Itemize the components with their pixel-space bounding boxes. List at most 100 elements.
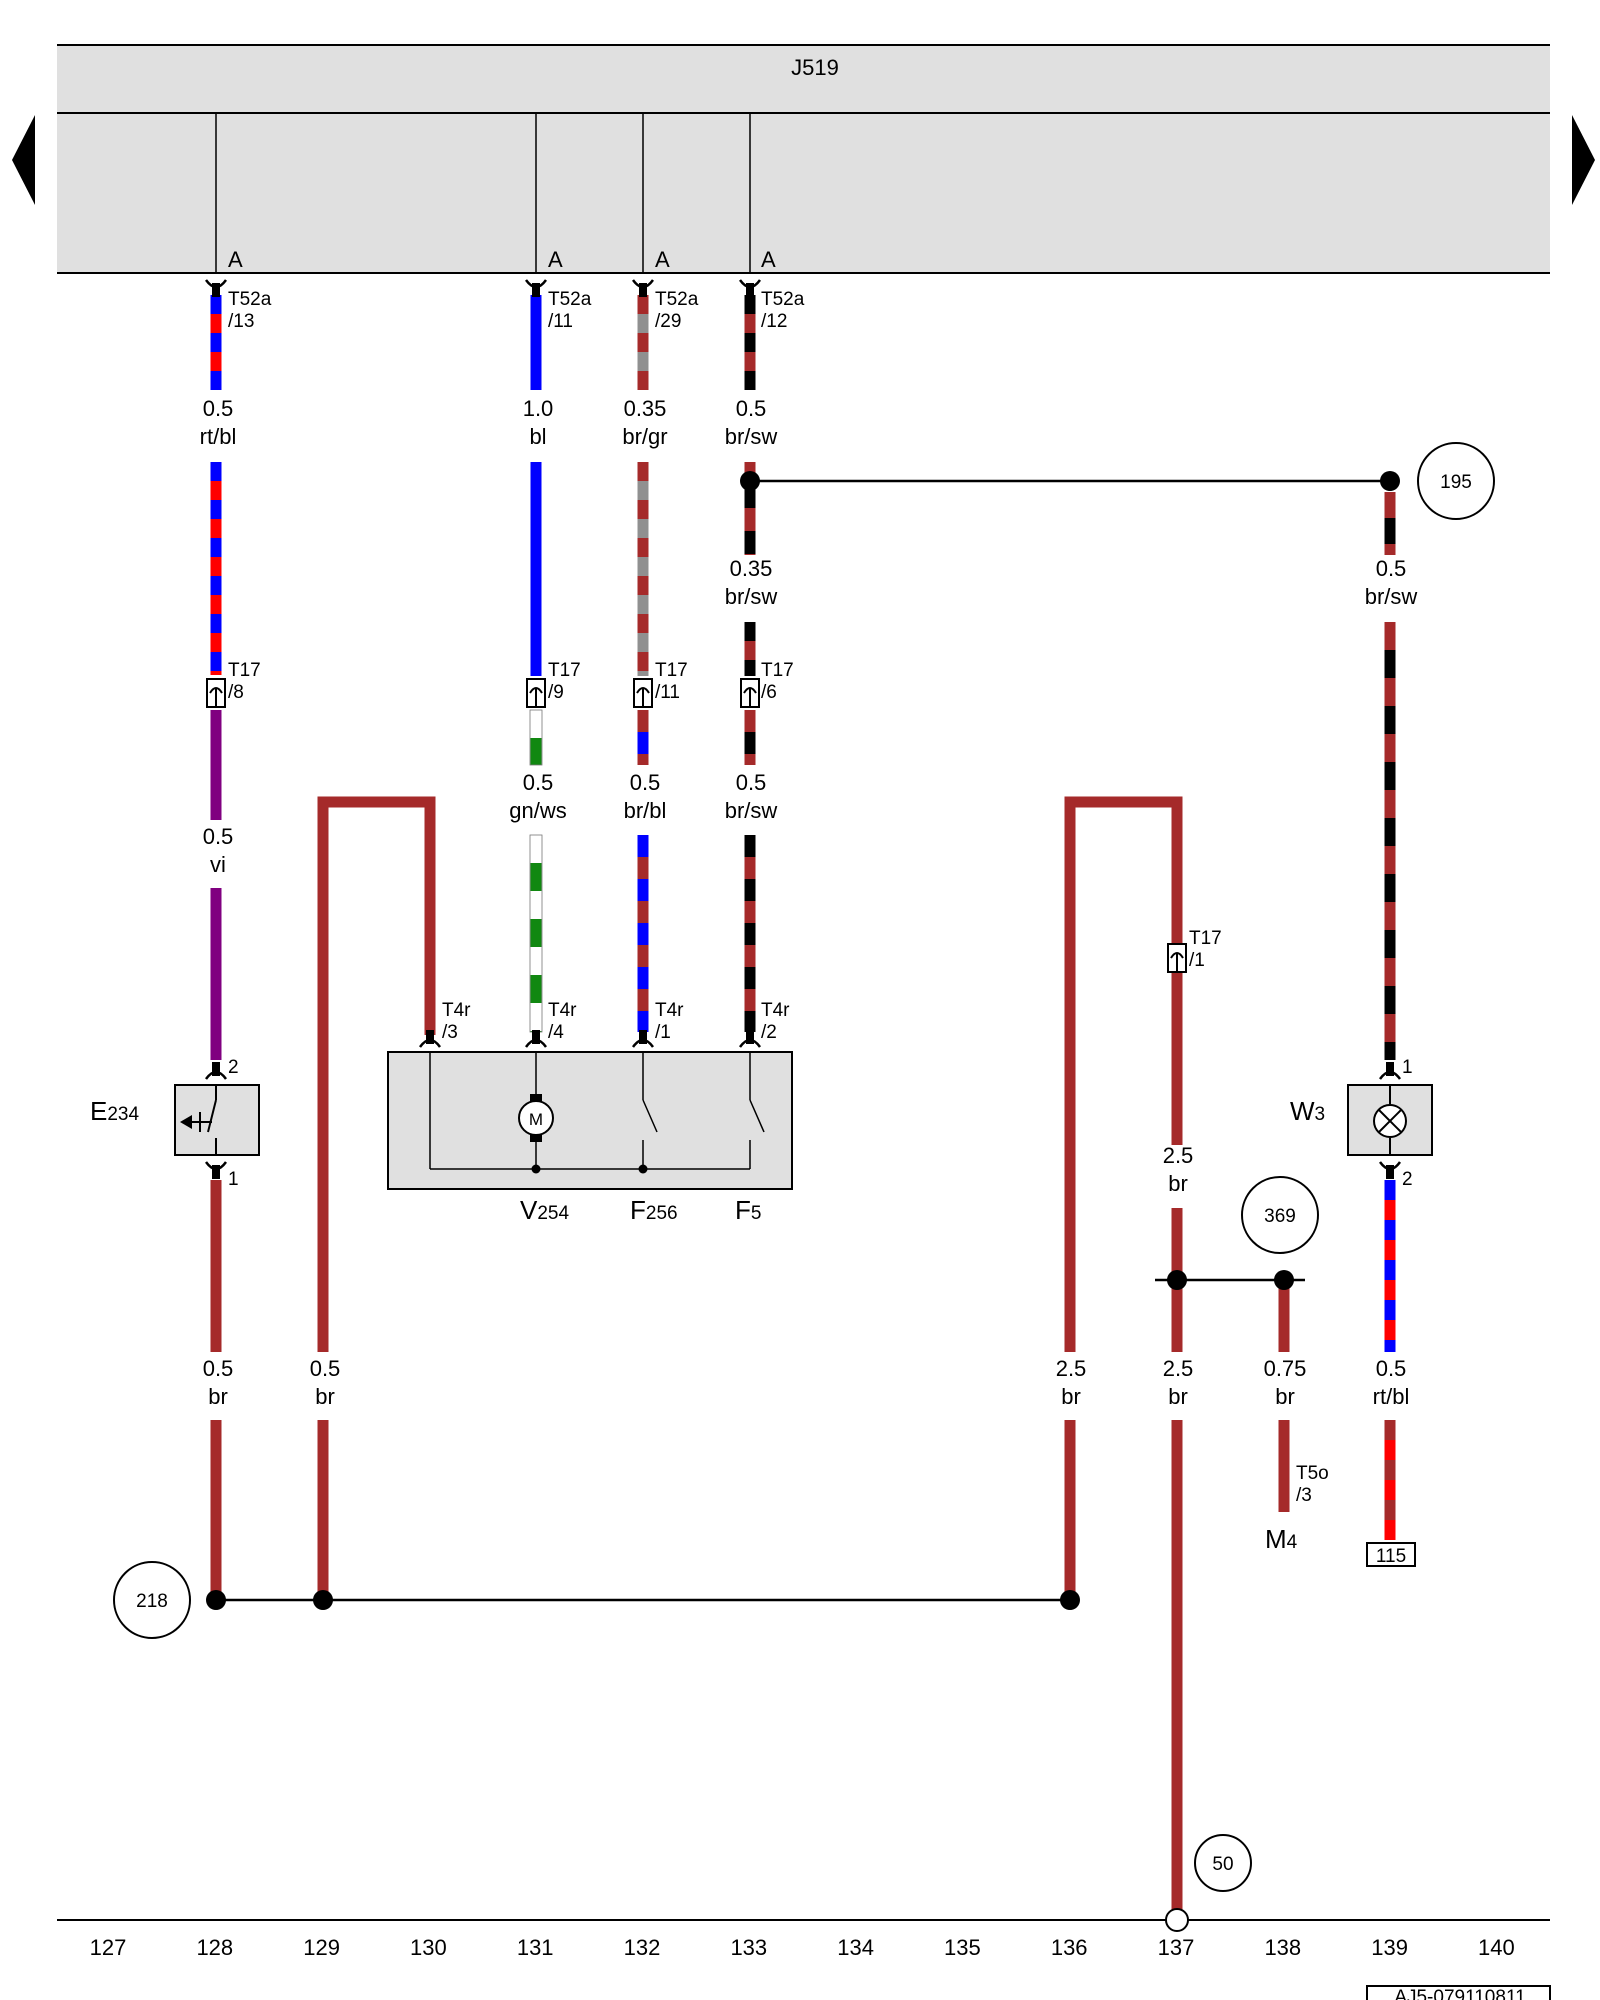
component-w3: 1 2 W3 <box>1290 1057 1433 1190</box>
junction-dot <box>313 1590 333 1610</box>
wire-size: 0.5 <box>736 396 767 421</box>
current-track-number: 133 <box>730 1935 767 1960</box>
wire-color: br <box>1275 1384 1295 1409</box>
wire-color: br <box>1168 1384 1188 1409</box>
wire-size: 0.35 <box>624 396 667 421</box>
current-track-number: 140 <box>1478 1935 1515 1960</box>
connector-name: T52a <box>228 289 272 310</box>
connector-name: T17 <box>655 660 688 681</box>
m4-label: M4 <box>1265 1524 1298 1554</box>
wire-color: bl <box>529 424 546 449</box>
wire-size: 0.5 <box>203 824 234 849</box>
current-track-number: 128 <box>196 1935 233 1960</box>
wire-size: 1.0 <box>523 396 554 421</box>
current-track-number: 130 <box>410 1935 447 1960</box>
junction-dot <box>1274 1270 1294 1290</box>
wire-color: vi <box>210 852 226 877</box>
e234-pin-top: 2 <box>228 1057 239 1078</box>
terminal-115[interactable]: 115 <box>1366 1542 1416 1567</box>
connector-name: T17 <box>228 660 261 681</box>
wire-size: 0.5 <box>1376 1356 1407 1381</box>
motor-unit-box <box>387 1051 793 1190</box>
connector-pin: /4 <box>548 1022 564 1043</box>
wire-size: 0.5 <box>630 770 661 795</box>
wire-color: br <box>208 1384 228 1409</box>
connector-pin-icon <box>1378 1062 1402 1080</box>
reference-195[interactable]: 195 <box>1417 442 1495 520</box>
wire-color: br <box>1168 1171 1188 1196</box>
wire-size: 0.75 <box>1264 1356 1307 1381</box>
wire-color: br/sw <box>725 798 778 823</box>
current-track-number: 132 <box>624 1935 661 1960</box>
wire-color: gn/ws <box>509 798 566 823</box>
connector-pin: /1 <box>1189 950 1205 971</box>
connector-pin: /3 <box>1296 1485 1312 1506</box>
junction-dot <box>1380 471 1400 491</box>
w3-label: W3 <box>1290 1096 1325 1126</box>
next-page-arrow[interactable] <box>1572 115 1595 205</box>
inline-connector-icon <box>1167 943 1187 973</box>
reference-218[interactable]: 218 <box>113 1561 191 1639</box>
connector-pin: /11 <box>548 311 573 332</box>
j519-label: J519 <box>791 55 839 80</box>
junction-dot <box>740 471 760 491</box>
current-track-number: 131 <box>517 1935 554 1960</box>
connector-name: T4r <box>548 1000 577 1021</box>
junction-dot <box>1167 1270 1187 1290</box>
connector-name: T4r <box>761 1000 790 1021</box>
wire-color: br/bl <box>624 798 667 823</box>
j519-name: J519 <box>791 55 839 80</box>
wire-color: br/sw <box>725 584 778 609</box>
connector-pin: /1 <box>655 1022 671 1043</box>
wire-size: 0.5 <box>1376 556 1407 581</box>
connector-name: T4r <box>442 1000 471 1021</box>
wire-outline <box>529 709 543 766</box>
inline-connector-icon <box>206 678 226 708</box>
wire-color: br/gr <box>622 424 667 449</box>
current-track-number: 137 <box>1158 1935 1195 1960</box>
connector-pin-icon <box>204 1062 228 1080</box>
current-track-number: 134 <box>837 1935 874 1960</box>
current-track-number: 139 <box>1371 1935 1408 1960</box>
connector-pin-icon <box>204 1161 228 1179</box>
wire-size: 0.5 <box>203 1356 234 1381</box>
reference-label: 218 <box>136 1591 168 1612</box>
connector-name: T52a <box>761 289 805 310</box>
e234-pin-bottom: 1 <box>228 1169 239 1190</box>
current-track-number: 135 <box>944 1935 981 1960</box>
connector-pin: /9 <box>548 682 564 703</box>
connector-pin-icon <box>418 1030 442 1048</box>
wire-labels: 0.5 rt/bl 1.0 bl 0.35 br/gr 0.5 br/sw 0.… <box>200 396 1418 1409</box>
previous-page-arrow[interactable] <box>12 115 35 205</box>
reference-50[interactable]: 50 <box>1194 1834 1252 1892</box>
pin-letter-a: A <box>761 247 776 272</box>
e234-label: E234 <box>90 1096 139 1126</box>
connector-pin-icon <box>631 1030 655 1048</box>
connector-pin: /11 <box>655 682 680 703</box>
connector-pin: /13 <box>228 311 254 332</box>
current-track-number: 127 <box>90 1935 127 1960</box>
connector-name: T4r <box>655 1000 684 1021</box>
wire-color: br/sw <box>725 424 778 449</box>
connector-pin-icon <box>738 1030 762 1048</box>
current-track-number: 138 <box>1264 1935 1301 1960</box>
wires <box>210 295 1396 1910</box>
v254-label: V254 <box>520 1195 569 1225</box>
w3-pin-top: 1 <box>1402 1057 1413 1078</box>
wire-color: br <box>315 1384 335 1409</box>
connector-pin-icon <box>524 279 548 297</box>
connector-pin-icon <box>738 279 762 297</box>
wire-color: rt/bl <box>1373 1384 1410 1409</box>
connector-pin: /8 <box>228 682 244 703</box>
wire-color: rt/bl <box>200 424 237 449</box>
wire-size: 2.5 <box>1163 1143 1194 1168</box>
connector-pin: /6 <box>761 682 777 703</box>
wire-size: 0.5 <box>310 1356 341 1381</box>
reference-369[interactable]: 369 <box>1241 1176 1319 1254</box>
wire-size: 0.5 <box>523 770 554 795</box>
reference-label: 369 <box>1264 1206 1296 1227</box>
inline-connector-icon <box>740 678 760 708</box>
current-track-number: 136 <box>1051 1935 1088 1960</box>
component-e234: 2 1 E234 <box>90 1057 260 1190</box>
